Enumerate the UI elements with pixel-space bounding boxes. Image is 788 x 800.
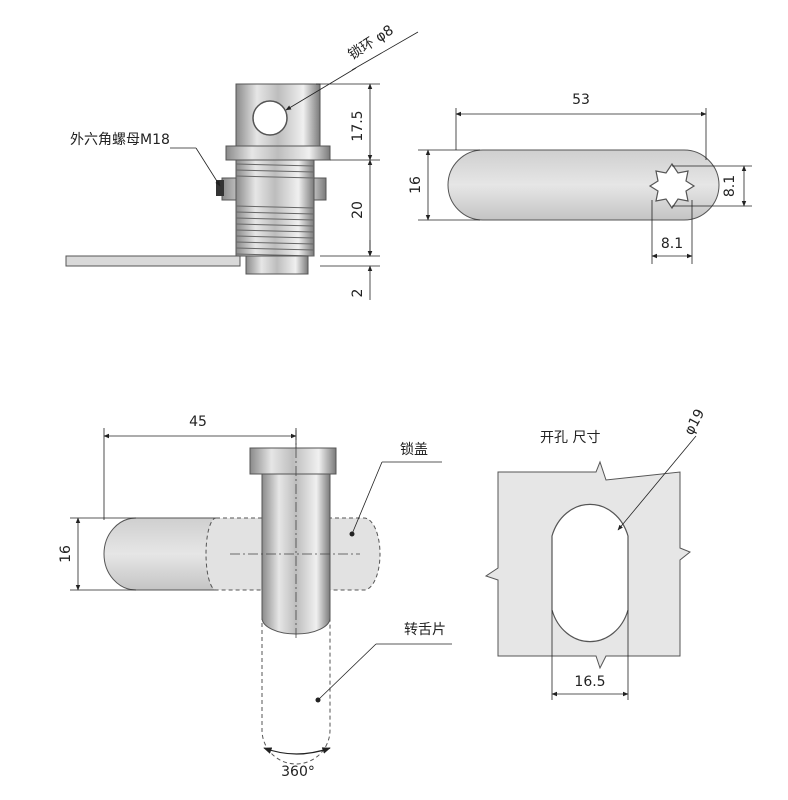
side-view: 17.5 20 2 锁环 φ8 外六角螺母M18 — [65, 22, 419, 300]
dim-hole-flat: 16.5 — [574, 674, 605, 690]
star-hole — [648, 162, 696, 210]
cam-blade-alt-vertical — [261, 559, 331, 765]
front-view: 45 16 锁盖 转舌片 360° — [58, 414, 452, 780]
dim-body-height: 20 — [350, 201, 366, 219]
dim-cam-length-front: 45 — [189, 414, 207, 430]
cutout-hole — [551, 503, 629, 643]
dim-plate-thickness: 2 — [350, 289, 366, 298]
thread-line — [235, 211, 315, 215]
thread-line — [235, 247, 315, 251]
rotation-arrow — [263, 747, 331, 755]
thread-line — [235, 163, 315, 167]
thread-line — [235, 235, 315, 239]
mounting-plate — [65, 255, 241, 267]
dim-cam-width-front: 16 — [58, 545, 74, 563]
thread-line — [235, 205, 315, 209]
label-cutout: 开孔 尺寸 — [540, 430, 600, 446]
thread-line — [235, 229, 315, 233]
thread-line — [235, 169, 315, 173]
dim-cam-width-top: 16 — [408, 176, 424, 194]
lock-ring-hole — [252, 100, 288, 136]
dim-cam-length-top: 53 — [572, 92, 590, 108]
dim-top-height: 17.5 — [350, 110, 366, 141]
lock-body-front — [249, 447, 337, 475]
label-lock-cover: 锁盖 — [400, 442, 428, 458]
cam-blade-top — [447, 149, 720, 221]
thread-line — [235, 175, 315, 179]
label-hex-nut: 外六角螺母M18 — [70, 132, 170, 148]
dim-star-vertical: 8.1 — [722, 175, 738, 197]
thread-line — [235, 223, 315, 227]
thread-line — [235, 241, 315, 245]
dim-rotation: 360° — [281, 764, 315, 780]
dim-star-horizontal: 8.1 — [661, 236, 683, 252]
threaded-body — [235, 159, 315, 257]
label-cam: 转舌片 — [404, 622, 446, 638]
cam-blade-front — [103, 517, 217, 591]
thread-line — [235, 217, 315, 221]
label-lock-ring: 锁环 φ8 — [345, 22, 396, 63]
cutout-view: φ19 16.5 开孔 尺寸 — [484, 406, 708, 700]
cam-top-view: 53 16 8.1 8.1 — [408, 92, 752, 264]
dim-hole-diameter: φ19 — [681, 406, 708, 437]
